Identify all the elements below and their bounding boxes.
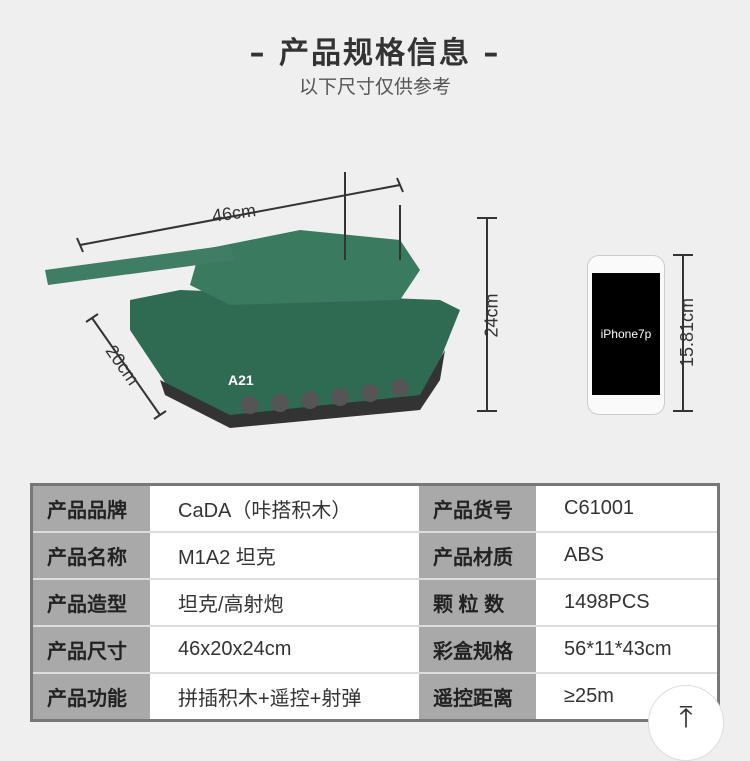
spec-label: 产品货号	[419, 484, 536, 533]
spec-value: CaDA（咔搭积木）	[150, 484, 419, 533]
tank-illustration: A21	[45, 172, 693, 428]
tank-marking: A21	[228, 372, 254, 388]
dimension-lines	[76, 177, 693, 420]
spec-label: 产品尺寸	[31, 626, 150, 674]
spec-label: 遥控距离	[419, 673, 536, 722]
spec-label: 产品材质	[419, 532, 536, 580]
spec-value: 46x20x24cm	[150, 626, 419, 674]
spec-label: 产品品牌	[31, 484, 150, 533]
spec-value: 1498PCS	[536, 579, 719, 627]
height-label: 24cm	[481, 293, 502, 338]
arrow-up-icon: ⤒	[679, 700, 693, 735]
spec-value: 拼插积木+遥控+射弹	[150, 673, 419, 722]
spec-value: M1A2 坦克	[150, 532, 419, 580]
page-subtitle: 以下尺寸仅供参考	[298, 76, 451, 98]
back-to-top-button[interactable]: ⤒	[648, 685, 724, 761]
spec-label: 彩盒规格	[419, 626, 536, 674]
phone-label: iPhone7p	[592, 273, 660, 395]
spec-label: 颗 粒 数	[419, 579, 536, 627]
spec-value: C61001	[536, 484, 719, 533]
page-title: – 产品规格信息 –	[249, 36, 501, 71]
spec-label: 产品名称	[31, 532, 150, 580]
tank: A21	[45, 172, 460, 428]
spec-label: 产品造型	[31, 579, 150, 627]
spec-label: 产品功能	[31, 673, 150, 722]
spec-value: 坦克/高射炮	[150, 579, 419, 627]
phone-height-label: 15.81cm	[677, 297, 698, 368]
table-row: 产品功能拼插积木+遥控+射弹遥控距离≥25m	[31, 673, 719, 722]
phone-reference: iPhone7p	[587, 255, 665, 415]
spec-value: 56*11*43cm	[536, 626, 719, 674]
spec-value: ABS	[536, 532, 719, 580]
